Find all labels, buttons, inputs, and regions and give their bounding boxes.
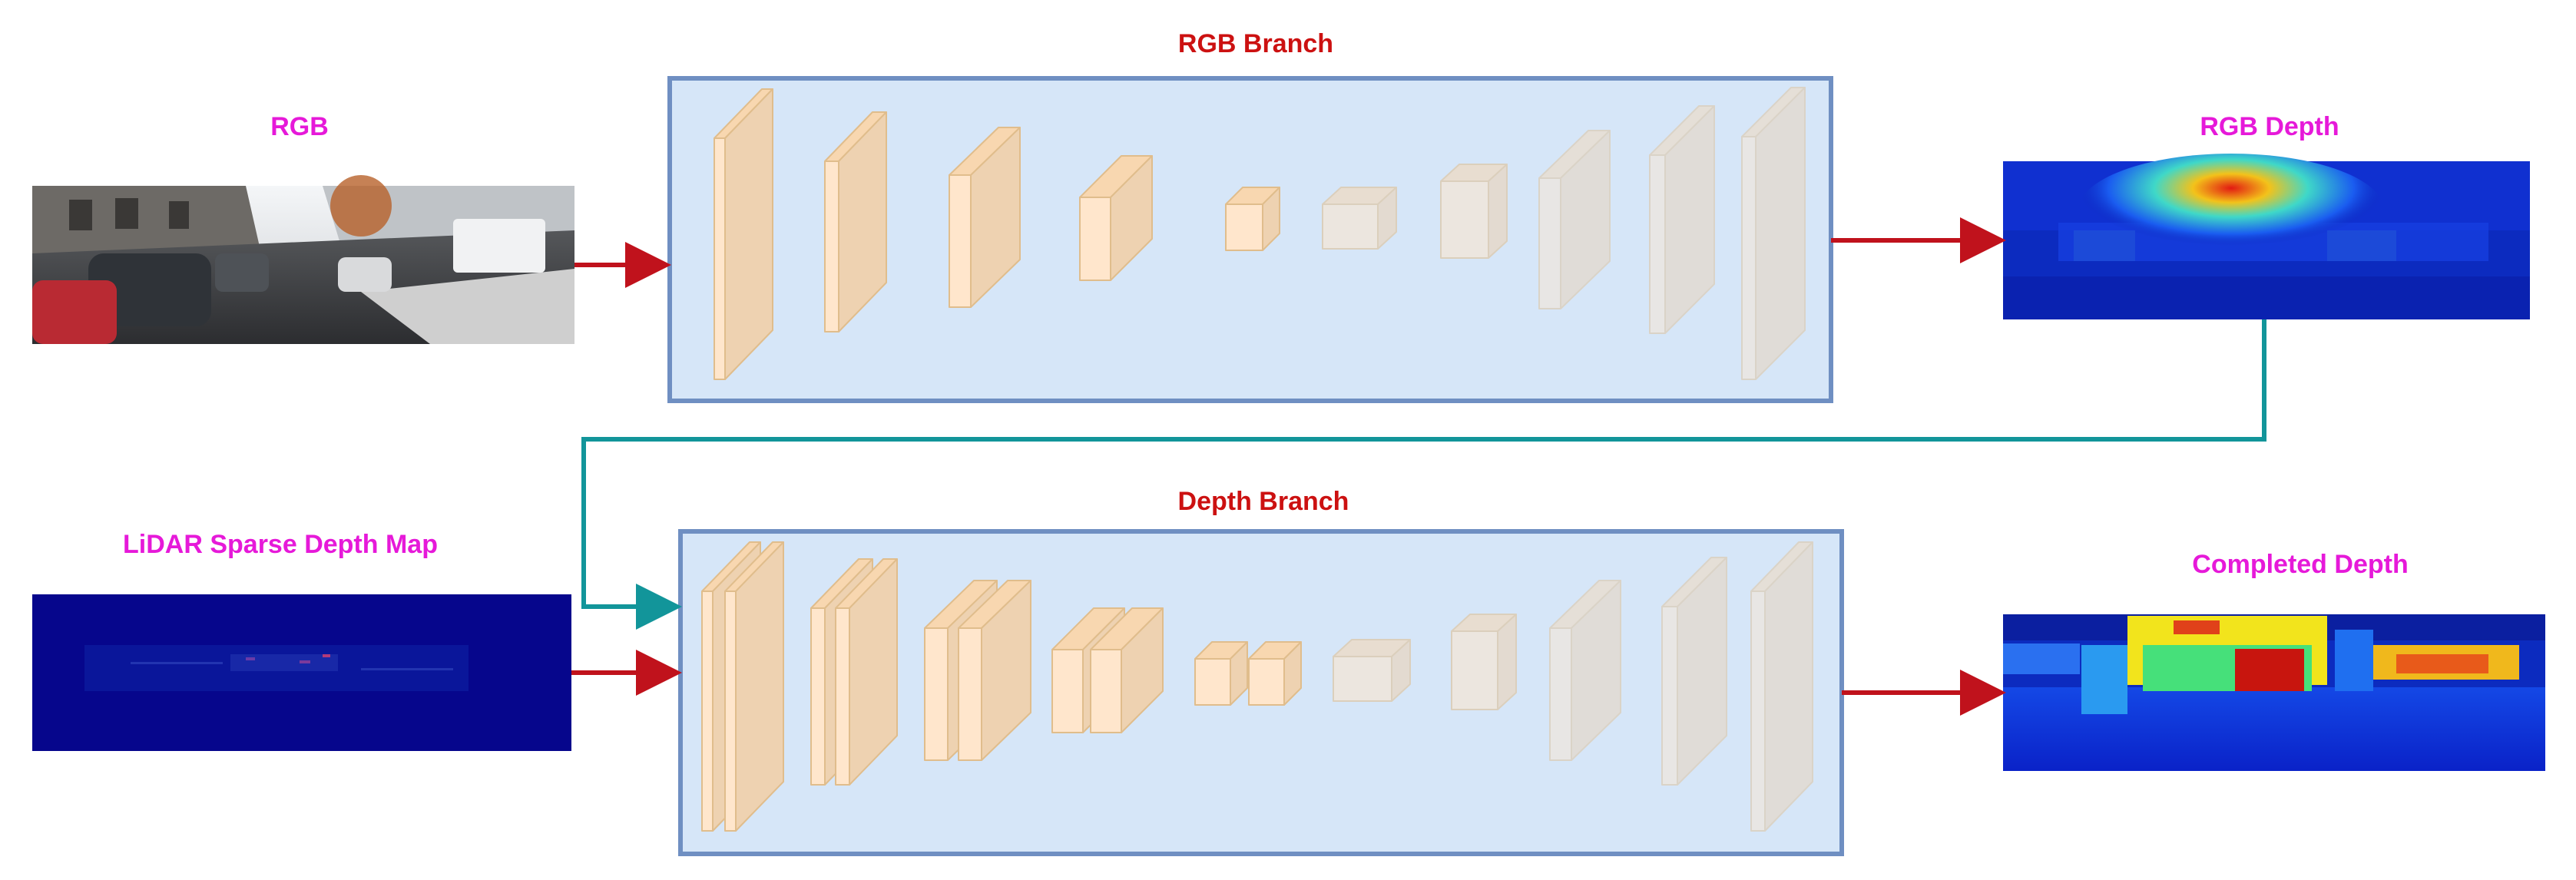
depth-layer-block-6: [958, 580, 1031, 761]
rgb-layer-block-6: [1322, 187, 1397, 250]
rgb-layer-block-4: [1079, 155, 1153, 281]
depth-layer-block-15: [1750, 541, 1813, 832]
depth-layer-block-11: [1333, 639, 1411, 702]
depth-layer-block-13: [1549, 580, 1621, 761]
rgb-depth-feedback-arrow: [581, 319, 2266, 630]
depth-layer-block-10: [1248, 641, 1302, 706]
rgb-input-image: [32, 175, 574, 344]
rgb-layer-block-1: [714, 88, 773, 380]
rgb-branch-layers: [714, 87, 1806, 380]
depth-layer-block-8: [1090, 607, 1164, 733]
completed-depth-image: [2003, 614, 2545, 771]
depth-layer-block-12: [1451, 614, 1517, 710]
depth-branch-layers: [701, 541, 1813, 832]
depth-layer-block-4: [835, 558, 898, 786]
depth-branch-title: Depth Branch: [1177, 487, 1349, 516]
rgb-layer-block-10: [1741, 87, 1806, 380]
rgb-branch-title: RGB Branch: [1177, 29, 1334, 58]
lidar-input-image: [32, 594, 571, 751]
depth-layer-block-14: [1661, 557, 1727, 786]
lidar-input-label: LiDAR Sparse Depth Map: [123, 530, 438, 559]
rgb-depth-image: [2003, 154, 2530, 319]
rgb-depth-label: RGB Depth: [2200, 112, 2339, 141]
rgb-layer-block-5: [1225, 187, 1280, 251]
rgb-layer-block-8: [1538, 130, 1611, 309]
rgb-layer-block-9: [1649, 105, 1715, 334]
rgb-input-label: RGB: [270, 112, 329, 141]
rgb-layer-block-7: [1440, 164, 1508, 259]
completed-depth-label: Completed Depth: [2192, 550, 2409, 579]
rgb-layer-block-3: [949, 127, 1021, 308]
depth-layer-block-2: [724, 541, 784, 832]
depth-layer-block-9: [1194, 641, 1248, 706]
rgb-layer-block-2: [824, 111, 887, 332]
